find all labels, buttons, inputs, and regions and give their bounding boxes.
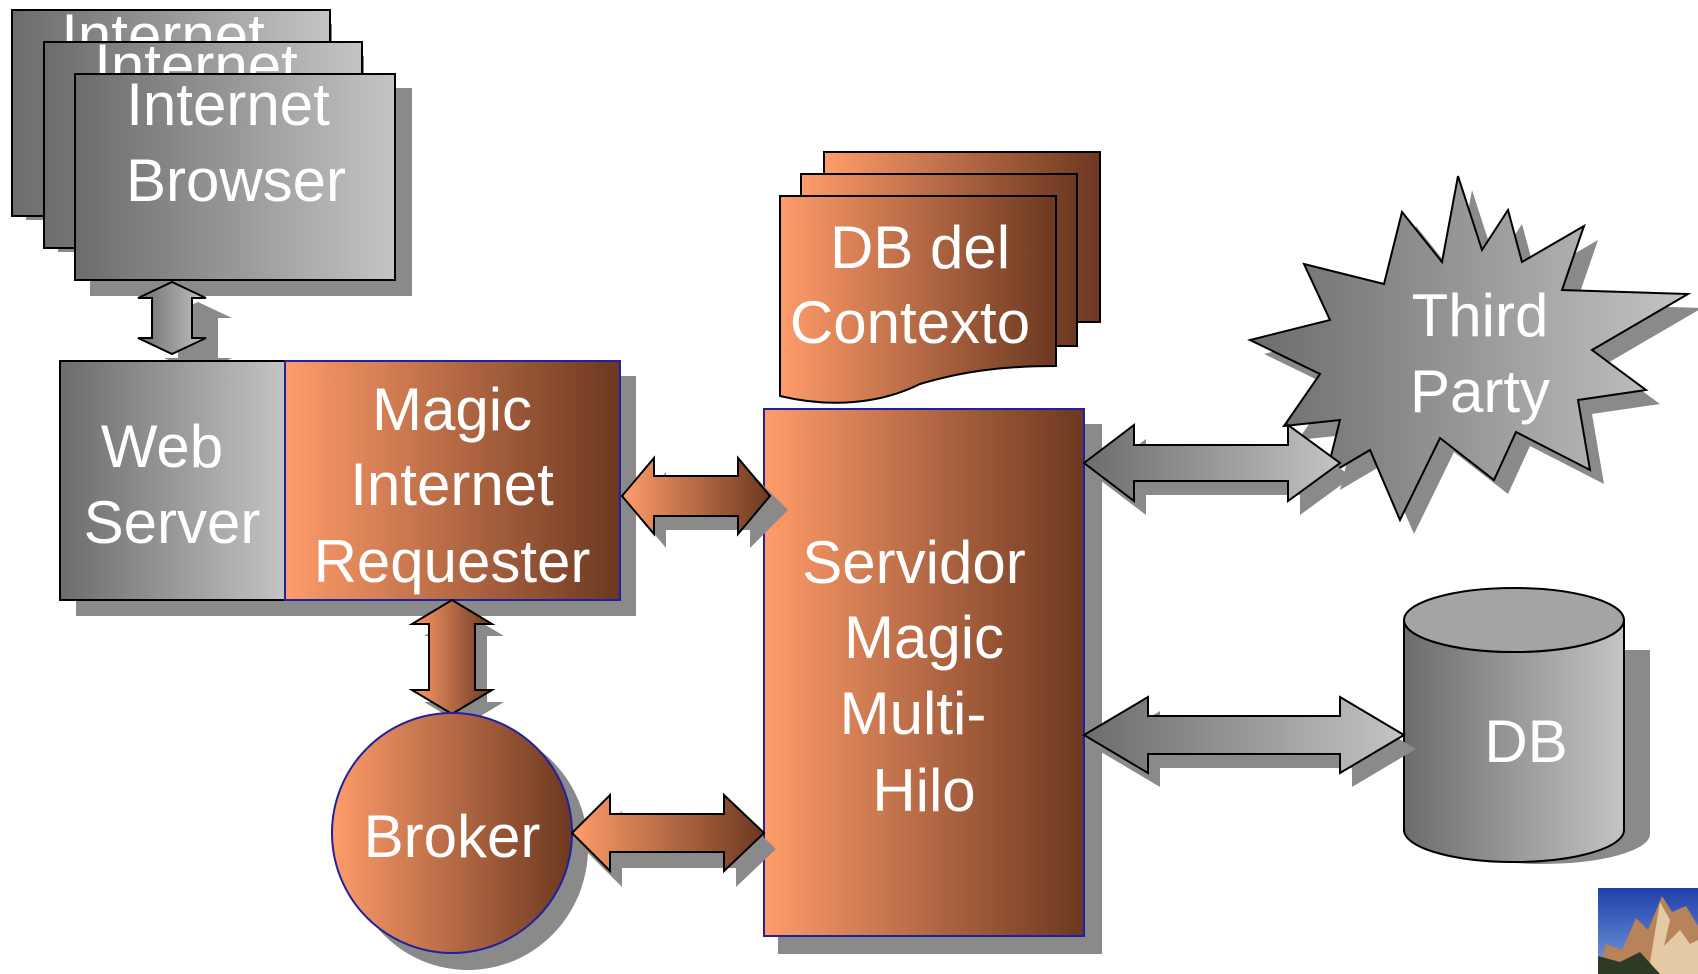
web-server-box <box>59 360 286 601</box>
arrow-broker-server <box>570 792 776 887</box>
server-node: Servidor Magic Multi- Hilo <box>763 408 1102 954</box>
server-label-line1: Servidor <box>802 529 1025 596</box>
arrow-requester-broker <box>408 598 504 726</box>
web-server-label-line1: Web <box>101 413 223 480</box>
broker-node: Broker <box>331 712 588 970</box>
third-party-starburst <box>1247 175 1692 523</box>
arrow-browser-webserver <box>137 280 232 374</box>
context-db-label-line1: DB del <box>830 214 1010 281</box>
server-label-line3: Multi- <box>840 680 987 747</box>
database-node: DB <box>1403 587 1650 864</box>
requester-label-line2: Internet <box>350 451 554 518</box>
third-party-label-line2: Party <box>1410 358 1550 425</box>
context-db-doc <box>779 195 1057 404</box>
server-box <box>763 408 1085 937</box>
database-label: DB <box>1484 708 1567 775</box>
requester-label-line1: Magic <box>372 376 532 443</box>
third-party-node: Third Party <box>1247 175 1698 534</box>
database-cylinder-top <box>1403 587 1625 653</box>
browser-stack: Internet Internet Internet Browser <box>11 2 412 296</box>
arrow-requester-server <box>620 455 788 548</box>
arrow-server-database <box>1082 695 1416 787</box>
web-server-group: Web Server Magic Internet Requester <box>59 360 636 616</box>
server-label-line2: Magic <box>844 604 1004 671</box>
server-label-line4: Hilo <box>872 757 975 824</box>
requester-label-line3: Requester <box>314 528 591 595</box>
context-db-label-line2: Contexto <box>790 289 1030 356</box>
broker-label: Broker <box>364 803 541 870</box>
browser-label-line1: Internet <box>126 71 330 138</box>
arrow-server-thirdparty <box>1082 422 1352 515</box>
web-server-label-line2: Server <box>84 489 261 556</box>
context-db-stack: DB del Contexto <box>779 151 1101 404</box>
third-party-label-line1: Third <box>1412 282 1549 349</box>
browser-label-line2: Browser <box>126 147 346 214</box>
mountain-thumbnail <box>1598 888 1698 974</box>
browser-box <box>74 73 396 281</box>
requester-box <box>284 360 621 601</box>
